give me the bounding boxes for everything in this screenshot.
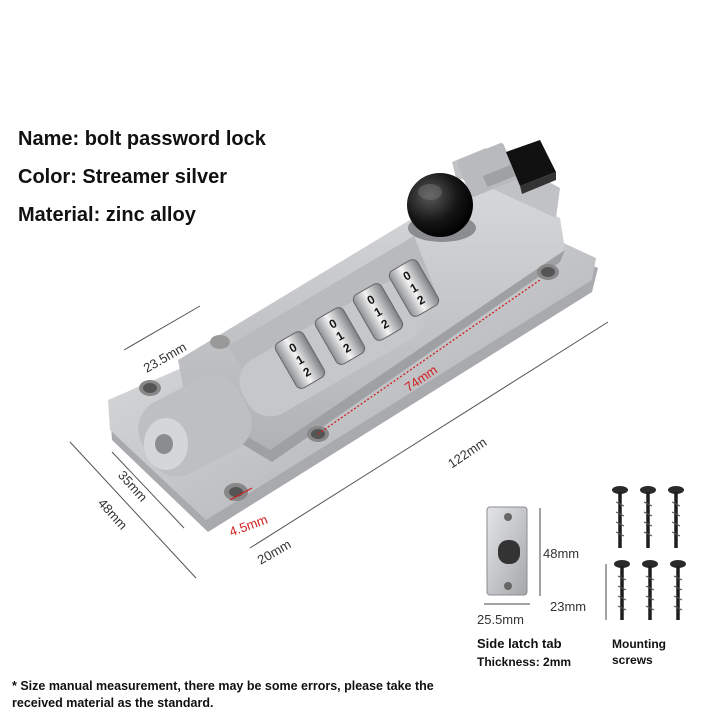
- screw-size: 23mm: [550, 599, 586, 614]
- screw-icon: [614, 560, 630, 620]
- dial-1[interactable]: 0 1 2: [273, 329, 327, 390]
- side-latch-tab: [484, 506, 541, 605]
- spec-name: Name: bolt password lock: [18, 128, 266, 150]
- mounting-screws: [605, 486, 686, 620]
- bolt-knob: [407, 173, 476, 242]
- dimension-lines: [69, 305, 609, 579]
- screw-holes: [139, 264, 559, 501]
- dim-length: 122mm: [445, 434, 489, 471]
- latch-tab-width: 25.5mm: [477, 612, 524, 627]
- latch-tab-title: Side latch tab: [477, 636, 562, 651]
- spec-color: Color: Streamer silver: [18, 166, 227, 188]
- screw-icon: [670, 560, 686, 620]
- bolt-tip: [482, 140, 556, 194]
- spec-list: Name: bolt password lock Color: Streamer…: [18, 120, 266, 234]
- inner-length-dimension: [317, 279, 541, 435]
- screw-icon: [640, 486, 656, 548]
- combination-dials[interactable]: 0 1 2 0 1 2 0 1 2 0 1 2: [273, 257, 441, 390]
- spec-material: Material: zinc alloy: [18, 204, 196, 226]
- measurement-note: * Size manual measurement, there may be …: [12, 679, 434, 710]
- latch-tab-height: 48mm: [543, 546, 579, 561]
- dial-2[interactable]: 0 1 2: [313, 305, 367, 366]
- screw-icon: [668, 486, 684, 548]
- side-cylinder: [138, 375, 252, 477]
- screw-icon: [612, 486, 628, 548]
- hole-dimension: [229, 487, 253, 501]
- latch-tab-thickness: Thickness: 2mm: [477, 655, 572, 669]
- screw-icon: [642, 560, 658, 620]
- dial-3[interactable]: 0 1 2: [351, 281, 405, 342]
- dial-4[interactable]: 0 1 2: [387, 257, 441, 318]
- screws-title-line2: screws: [612, 653, 653, 667]
- screws-title-line1: Mounting: [612, 637, 666, 651]
